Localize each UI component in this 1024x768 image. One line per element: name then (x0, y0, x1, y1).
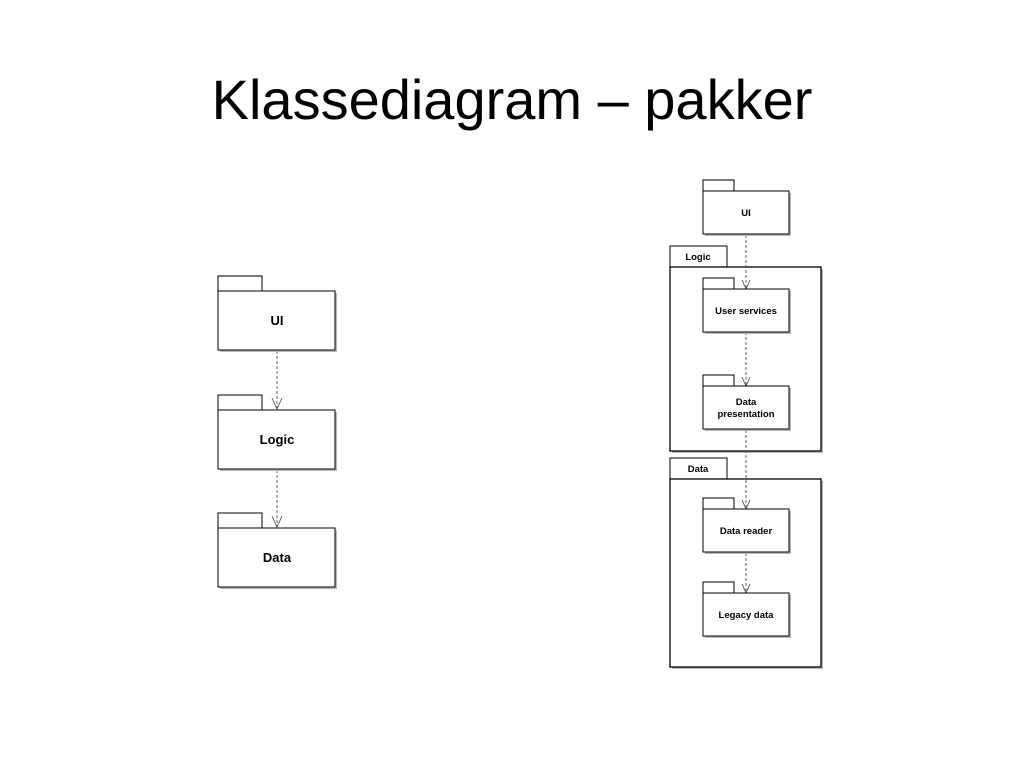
package-ui: UI (217, 275, 337, 352)
dependency-logic-to-data (271, 470, 283, 529)
package-ui-label: UI (271, 313, 284, 328)
dependency-ui-to-logic (271, 351, 283, 411)
package-detailed-ui-label: UI (741, 208, 751, 219)
group-logic-label: Logic (685, 252, 710, 263)
package-logic-label: Logic (260, 432, 295, 447)
package-data: Data (217, 512, 337, 589)
simple-package-diagram: UI Logic Data (217, 275, 337, 589)
package-data-reader: Data reader (702, 497, 791, 554)
package-legacy-data: Legacy data (702, 581, 791, 638)
package-user-services: User services (702, 277, 791, 334)
package-user-services-label: User services (715, 306, 777, 317)
package-data-presentation-label-line-1: Data (736, 397, 757, 408)
package-legacy-data-label: Legacy data (719, 610, 775, 621)
group-data-label: Data (688, 464, 709, 475)
package-detailed-ui: UI (702, 179, 791, 236)
package-data-presentation-label-line-2: presentation (717, 409, 774, 420)
package-data-presentation: Data presentation (702, 374, 791, 431)
package-logic: Logic (217, 394, 337, 471)
slide-title: Klassediagram – pakker (211, 68, 813, 131)
package-data-reader-label: Data reader (720, 526, 773, 537)
package-data-label: Data (263, 550, 292, 565)
detailed-package-diagram: Logic Data (669, 179, 823, 669)
